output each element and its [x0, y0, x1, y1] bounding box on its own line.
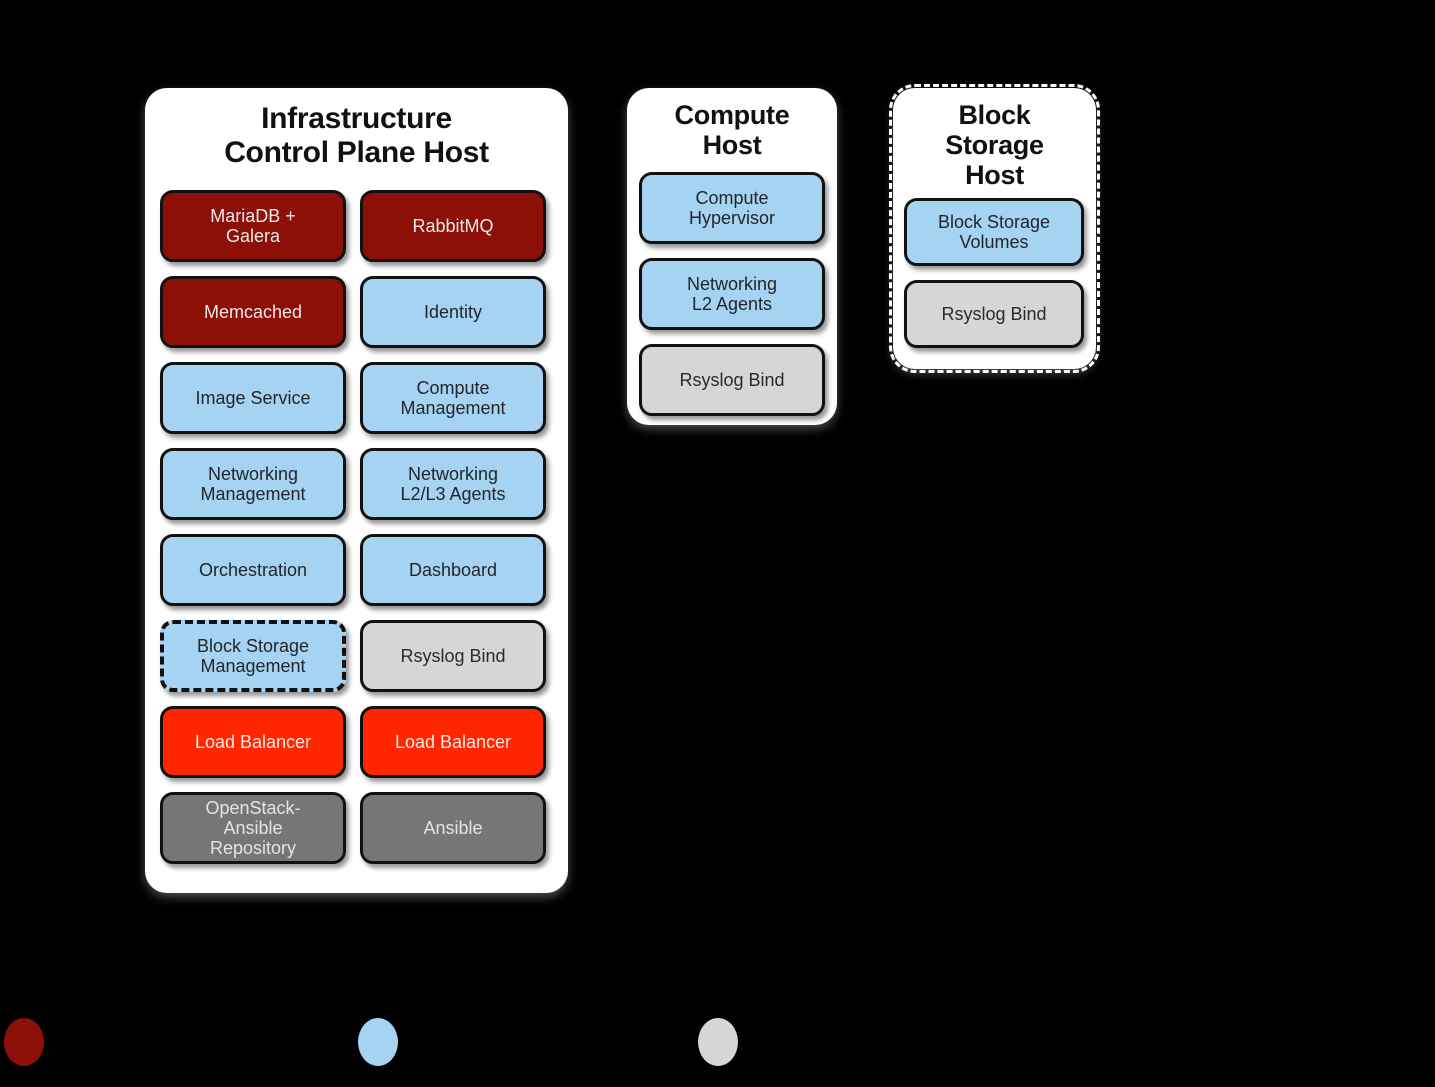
legend-item-infrastructure	[4, 1018, 58, 1066]
host-title-compute: Compute Host	[674, 100, 790, 161]
service-box-load-balancer-left[interactable]: Load Balancer	[160, 706, 346, 778]
legend	[0, 1010, 1435, 1082]
legend-dot-openstack	[358, 1018, 398, 1066]
service-box-networking-l2-l3-agents[interactable]: Networking L2/L3 Agents	[360, 448, 546, 520]
service-box-orchestration[interactable]: Orchestration	[160, 534, 346, 606]
host-title-infrastructure-control-plane: Infrastructure Control Plane Host	[224, 102, 489, 169]
service-box-networking-l2-agents[interactable]: Networking L2 Agents	[639, 258, 825, 330]
service-box-mariadb-galera[interactable]: MariaDB + Galera	[160, 190, 346, 262]
service-box-identity[interactable]: Identity	[360, 276, 546, 348]
service-box-block-storage-volumes[interactable]: Block Storage Volumes	[904, 198, 1084, 266]
service-box-rabbitmq[interactable]: RabbitMQ	[360, 190, 546, 262]
service-box-openstack-ansible-repository[interactable]: OpenStack- Ansible Repository	[160, 792, 346, 864]
host-title-block-storage: Block Storage Host	[945, 100, 1044, 191]
service-box-rsyslog-bind-block-storage[interactable]: Rsyslog Bind	[904, 280, 1084, 348]
service-box-ansible[interactable]: Ansible	[360, 792, 546, 864]
service-box-compute-hypervisor[interactable]: Compute Hypervisor	[639, 172, 825, 244]
service-box-image-service[interactable]: Image Service	[160, 362, 346, 434]
service-grid-block-storage: Block Storage Volumes Rsyslog Bind	[904, 198, 1084, 348]
service-box-dashboard[interactable]: Dashboard	[360, 534, 546, 606]
service-box-block-storage-management[interactable]: Block Storage Management	[160, 620, 346, 692]
service-grid-compute: Compute Hypervisor Networking L2 Agents …	[639, 172, 825, 416]
legend-dot-infrastructure	[4, 1018, 44, 1066]
service-grid-infrastructure-control-plane: MariaDB + Galera RabbitMQ Memcached Iden…	[160, 190, 546, 864]
service-box-memcached[interactable]: Memcached	[160, 276, 346, 348]
service-box-load-balancer-right[interactable]: Load Balancer	[360, 706, 546, 778]
legend-item-logging	[698, 1018, 752, 1066]
service-box-networking-management[interactable]: Networking Management	[160, 448, 346, 520]
service-box-rsyslog-bind-control[interactable]: Rsyslog Bind	[360, 620, 546, 692]
legend-dot-logging	[698, 1018, 738, 1066]
service-box-compute-management[interactable]: Compute Management	[360, 362, 546, 434]
service-box-rsyslog-bind-compute[interactable]: Rsyslog Bind	[639, 344, 825, 416]
legend-item-openstack	[358, 1018, 412, 1066]
